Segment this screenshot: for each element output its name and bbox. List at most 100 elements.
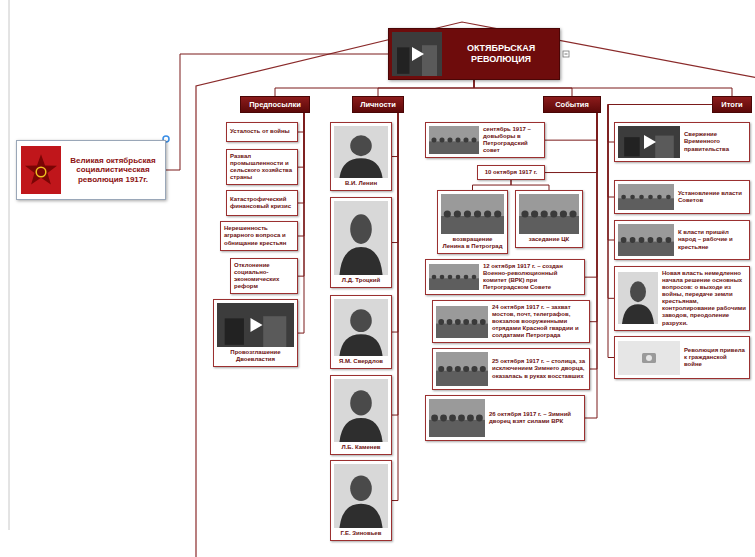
node-label: Катастрофический финансовый кризис — [230, 196, 294, 210]
text-wrap: Итоги — [717, 100, 747, 109]
node-label: Итоги — [717, 100, 747, 109]
branch-connector — [392, 113, 398, 332]
topic-box: Развал промышленности и сельского хозяйс… — [226, 149, 298, 185]
branch-connector — [378, 80, 474, 96]
photo-card: В.И. Ленин — [330, 122, 392, 191]
portrait-photo — [334, 299, 388, 356]
portrait-photo — [334, 201, 388, 275]
event-card: 24 октября 1917 г. – захват мостов, почт… — [432, 300, 590, 343]
text-wrap: Великая октябрьская социалистическая рев… — [65, 156, 161, 185]
text-wrap: 24 октября 1917 г. – захват мостов, почт… — [492, 304, 586, 339]
branch-connector — [392, 113, 398, 501]
portrait-photo — [334, 379, 388, 442]
archive-photo — [618, 224, 674, 256]
branch-connector — [392, 113, 398, 157]
node-label: К власти пришёл народ – рабочие и кресть… — [678, 229, 746, 250]
video-thumbnail — [618, 126, 680, 158]
archive-photo — [441, 194, 504, 234]
archive-photo — [429, 126, 479, 154]
star-emblem — [21, 146, 61, 194]
photo-card: Я.М. Свердлов — [330, 295, 392, 369]
text-wrap: 10 октября 1917 г. — [481, 169, 541, 176]
text-wrap: возвращение Ленина в Петроград — [441, 236, 504, 250]
node-label: События — [548, 100, 596, 109]
collapse-icon — [563, 51, 569, 57]
archive-photo — [429, 126, 479, 154]
node-label: 10 октября 1917 г. — [481, 169, 541, 176]
video-thumbnail — [217, 303, 294, 347]
central-topic: ОКТЯБРЬСКАЯ РЕВОЛЮЦИЯ — [388, 28, 560, 80]
text-wrap: Усталость от войны — [230, 128, 294, 135]
text-wrap: Отклонение социально-экономических рефор… — [234, 262, 294, 290]
node-label: Свержение Временного правительства — [684, 131, 746, 152]
branch-connector — [473, 180, 512, 190]
text-wrap: ОКТЯБРЬСКАЯ РЕВОЛЮЦИЯ — [446, 43, 556, 66]
text-wrap: Свержение Временного правительства — [684, 131, 746, 152]
portrait-photo — [334, 201, 388, 275]
archive-photo — [429, 399, 485, 437]
text-wrap: сентябрь 1917 – довыборы в Петроградский… — [483, 126, 541, 154]
archive-photo — [519, 194, 579, 234]
star-emblem — [21, 146, 61, 194]
portrait-photo — [334, 464, 388, 528]
portrait-photo — [334, 379, 388, 442]
video-thumbnail — [618, 126, 680, 158]
text-wrap: заседание ЦК — [519, 236, 579, 243]
text-wrap: К власти пришёл народ – рабочие и кресть… — [678, 229, 746, 250]
branch-connector — [474, 80, 732, 96]
archive-photo — [618, 184, 674, 210]
portrait-photo — [334, 464, 388, 528]
node-label: В.И. Ленин — [334, 180, 388, 187]
archive-photo — [519, 194, 579, 234]
house-outline — [196, 22, 755, 557]
branch-connector — [585, 113, 597, 277]
portrait-photo — [334, 126, 388, 178]
archive-photo — [618, 224, 674, 256]
branch-connector — [511, 180, 549, 190]
text-wrap: Новая власть немедленно начала решение о… — [662, 270, 746, 327]
video-thumbnail — [392, 32, 442, 76]
text-wrap: Л.Д. Троцкий — [334, 277, 388, 284]
archive-photo — [441, 194, 504, 234]
node-label: Провозглашение Двоевластия — [217, 349, 294, 363]
text-wrap: Личности — [357, 100, 399, 109]
node-label: 24 октября 1917 г. – захват мостов, почт… — [492, 304, 586, 339]
node-label: Революция привела к гражданской войне — [684, 347, 746, 368]
text-wrap: 12 октября 1917 г. – создан Военно-револ… — [483, 263, 581, 291]
text-wrap: 25 октября 1917 г. – столица, за исключе… — [492, 358, 586, 379]
portrait-photo — [334, 299, 388, 356]
photo-card: Л.Б. Каменев — [330, 375, 392, 455]
text-wrap: Я.М. Свердлов — [334, 358, 388, 365]
event-card: сентябрь 1917 – довыборы в Петроградский… — [425, 122, 545, 158]
branch-connector — [590, 113, 597, 322]
video-thumbnail — [392, 32, 442, 76]
event-card: Свержение Временного правительства — [614, 122, 750, 162]
branch-connector — [392, 113, 398, 243]
event-card: К власти пришёл народ – рабочие и кресть… — [614, 220, 750, 260]
text-wrap: Нерешенность аграрного вопроса и обнищан… — [224, 225, 294, 246]
branch-connector — [298, 113, 304, 333]
text-wrap: Провозглашение Двоевластия — [217, 349, 294, 363]
node-label: Л.Б. Каменев — [334, 444, 388, 451]
node-label: Нерешенность аграрного вопроса и обнищан… — [224, 225, 294, 246]
event-card: 26 октября 1917 г. – Зимний дворец взят … — [425, 395, 585, 441]
archive-photo — [429, 264, 479, 290]
archive-photo — [436, 352, 488, 386]
branch-connector — [392, 113, 398, 415]
text-wrap: Г.Е. Зиновьев — [334, 530, 388, 537]
portrait-photo — [618, 272, 658, 324]
text-wrap: Революция привела к гражданской войне — [684, 347, 746, 368]
root-topic: Великая октябрьская социалистическая рев… — [16, 140, 166, 200]
topic-box: 10 октября 1917 г. — [477, 165, 545, 180]
archive-photo — [429, 399, 485, 437]
branch-connector — [298, 113, 304, 132]
node-label: Усталость от войны — [230, 128, 294, 135]
video-thumbnail — [217, 303, 294, 347]
text-wrap: Предпосылки — [245, 100, 305, 109]
event-card: Установление власти Советов — [614, 180, 750, 214]
node-label: Л.Д. Троцкий — [334, 277, 388, 284]
branch-header: События — [543, 96, 601, 113]
branch-connector — [298, 113, 304, 167]
branch-connector — [545, 113, 597, 173]
node-label: 25 октября 1917 г. – столица, за исключе… — [492, 358, 586, 379]
